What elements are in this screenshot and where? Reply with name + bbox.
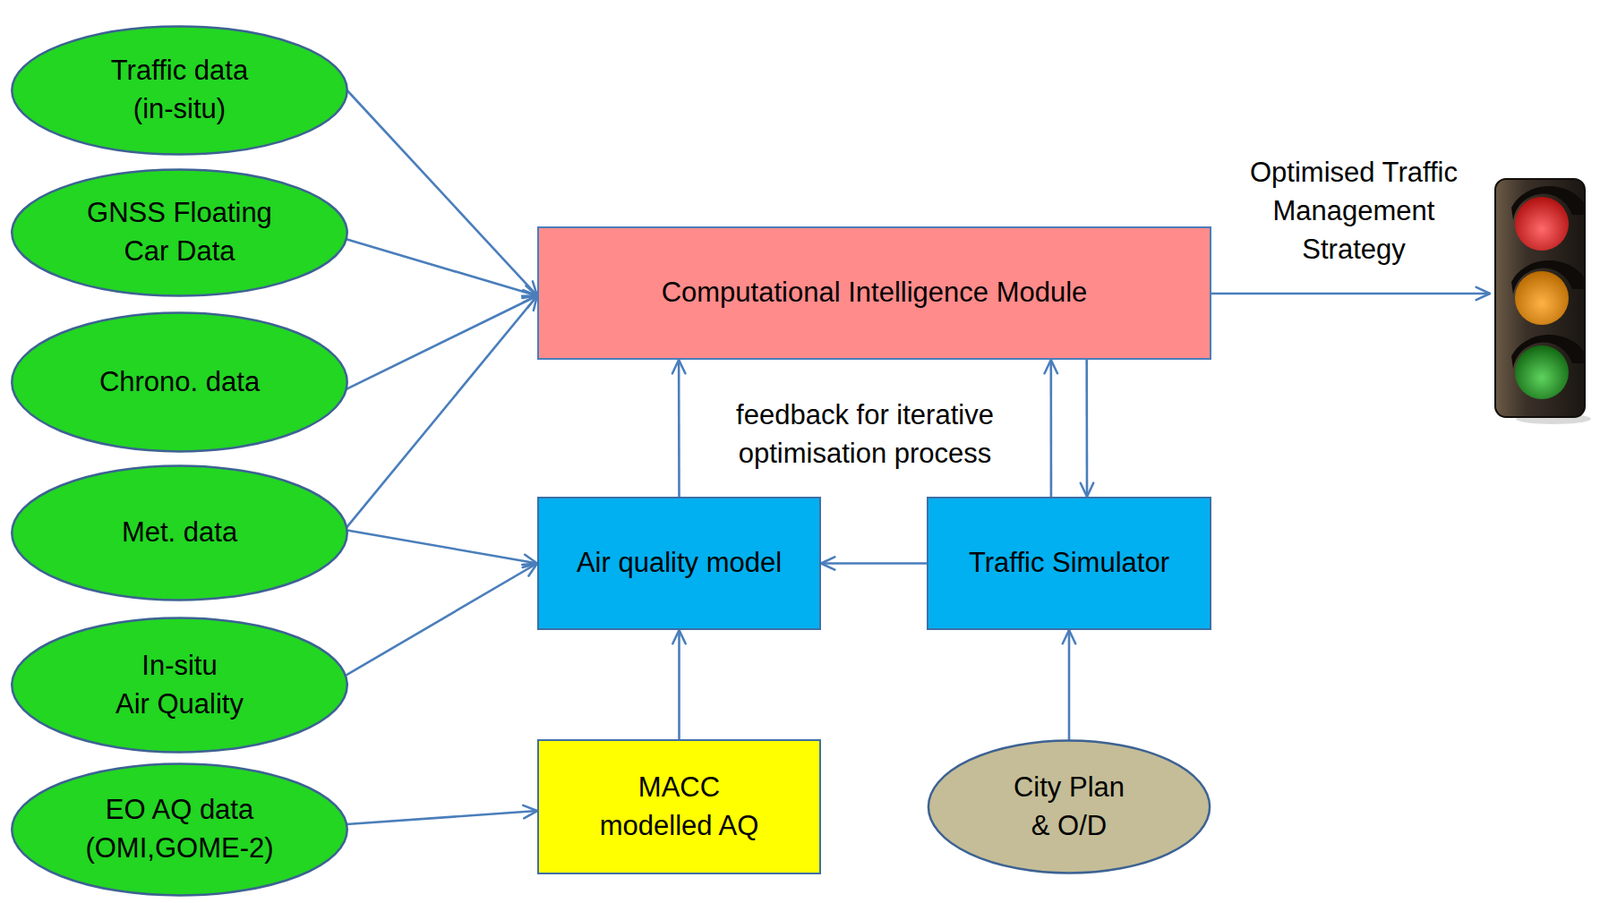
node-text: EO AQ data (OMI,GOME-2) — [85, 791, 274, 869]
traffic-light — [1495, 179, 1592, 425]
node-text: GNSS Floating Car Data — [86, 194, 273, 272]
flow-arrow — [345, 564, 538, 676]
flow-arrow — [821, 562, 927, 565]
flow-arrow — [347, 530, 538, 564]
node-text: Met. data — [121, 513, 238, 553]
flow-arrow — [1085, 359, 1088, 497]
data-source-ellipse: In-situ Air Quality — [9, 616, 350, 754]
ellipse-outline — [9, 168, 350, 298]
annotation-label: Optimised Traffic Management Strategy — [1249, 154, 1458, 269]
flow-arrow — [347, 90, 538, 296]
flow-arrow — [1049, 359, 1053, 497]
flow-arrow — [346, 811, 538, 825]
data-source-ellipse: Traffic data (in-situ) — [9, 25, 350, 156]
flow-arrow — [677, 630, 681, 740]
flow-arrow — [346, 295, 538, 389]
model-box: MACC modelled AQ — [537, 739, 822, 875]
node-text: Chrono. data — [99, 363, 260, 403]
ellipse-outline — [9, 762, 350, 898]
node-text: MACC modelled AQ — [599, 769, 760, 847]
flow-arrow — [1068, 630, 1071, 742]
node-text: Traffic data (in-situ) — [111, 51, 249, 129]
output-arrow — [1211, 292, 1490, 296]
node-text: In-situ Air Quality — [115, 647, 244, 725]
node-text: Computational Intelligence Module — [661, 273, 1088, 313]
flow-arrow — [677, 359, 681, 497]
ellipse-outline — [926, 739, 1212, 875]
data-source-ellipse: Chrono. data — [9, 311, 350, 454]
process-box: Computational Intelligence Module — [537, 226, 1212, 360]
node-text: City Plan & O/D — [1013, 769, 1125, 847]
model-box: Air quality model — [537, 496, 822, 631]
input-ellipse: City Plan & O/D — [926, 739, 1212, 875]
ellipse-outline — [9, 25, 350, 156]
data-source-ellipse: GNSS Floating Car Data — [9, 168, 350, 298]
flow-arrow — [346, 295, 538, 528]
ellipse-outline — [9, 616, 350, 754]
flow-arrow — [346, 239, 538, 296]
model-box: Traffic Simulator — [926, 496, 1212, 631]
node-text: Traffic Simulator — [968, 544, 1170, 583]
data-source-ellipse: Met. data — [9, 464, 350, 602]
annotation-label: feedback for iterative optimisation proc… — [735, 396, 994, 474]
data-source-ellipse: EO AQ data (OMI,GOME-2) — [9, 762, 350, 898]
node-text: Air quality model — [576, 544, 782, 583]
